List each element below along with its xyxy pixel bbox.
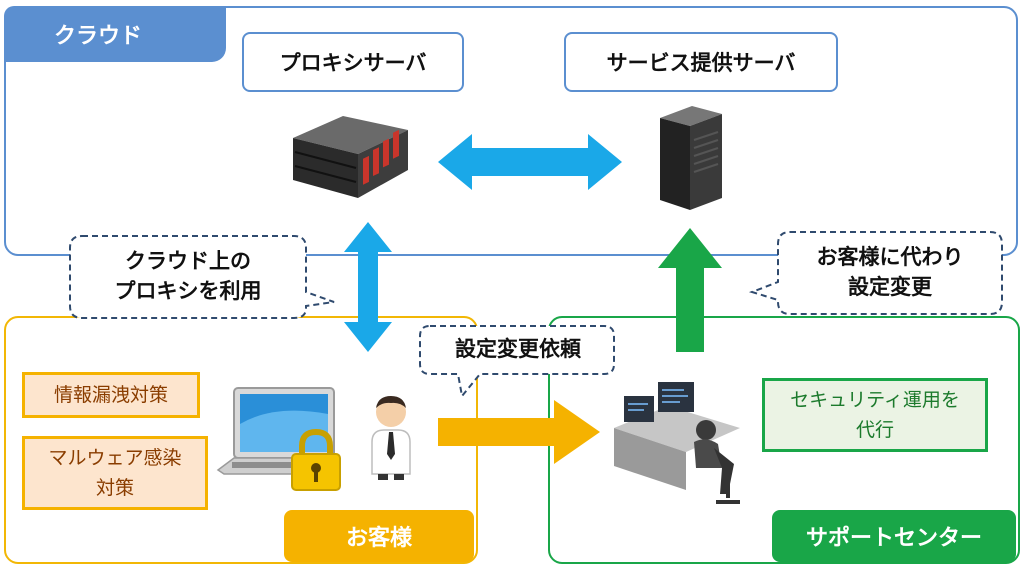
secops-note-line1: セキュリティ運用を	[790, 389, 960, 411]
customer-tab: お客様	[284, 510, 474, 562]
info-leak-text: 情報漏洩対策	[53, 384, 168, 406]
cloud-proxy-callout	[69, 235, 335, 319]
secops-note: セキュリティ運用を 代行	[762, 378, 988, 452]
cloud-tab: クラウド	[4, 6, 226, 62]
operator-workstation-icon	[614, 382, 740, 504]
user-icon	[371, 396, 411, 480]
cloud-proxy-callout-line1: クラウド上の	[125, 249, 251, 273]
malware-note-line1: マルウェア感染	[48, 447, 182, 469]
service-server-label: サービス提供サーバ	[564, 32, 838, 92]
on-behalf-callout-line1: お客様に代わり	[816, 245, 964, 269]
settings-request-callout	[419, 325, 615, 399]
tower-server-icon	[660, 106, 722, 210]
proxy-server-label: プロキシサーバ	[242, 32, 464, 92]
proxy-access-arrow	[344, 222, 392, 352]
support-center-tab: サポートセンター	[772, 510, 1016, 562]
info-leak-note: 情報漏洩対策	[22, 372, 200, 418]
secops-note-line2: 代行	[855, 419, 894, 441]
malware-note-line2: 対策	[95, 477, 134, 499]
on-behalf-callout	[748, 231, 1003, 315]
padlock-icon	[291, 428, 341, 491]
malware-note: マルウェア感染 対策	[22, 436, 208, 510]
on-behalf-callout-line2: 設定変更	[848, 275, 932, 299]
cloud-proxy-callout-line2: プロキシを利用	[114, 279, 262, 303]
request-arrow	[438, 400, 600, 464]
support-to-server-arrow	[658, 228, 722, 352]
rack-server-icon	[293, 116, 408, 198]
server-link-arrow	[438, 134, 622, 190]
settings-request-text: 設定変更依頼	[455, 337, 581, 361]
